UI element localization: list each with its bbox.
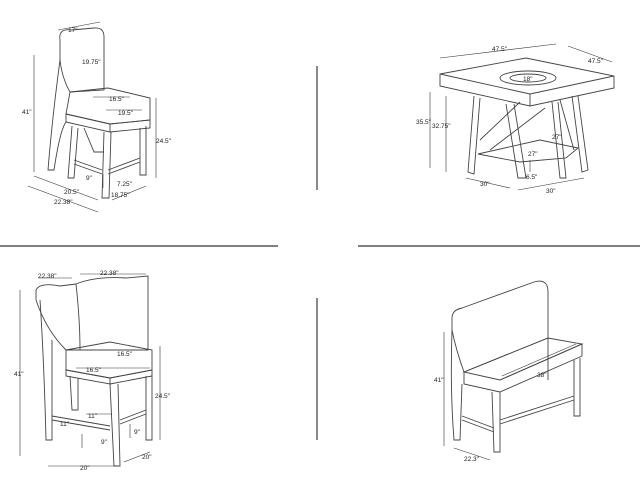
counter-table-drawing [439,57,615,179]
chair-base-width-label: 18.75" [111,192,130,199]
corner-chair-drawing [35,275,153,467]
corner-top-depth-label: 22.38" [38,273,57,280]
chair-footrest-span-label: 7.25" [117,181,133,188]
table-shelf-width-label: 27" [552,134,562,141]
chair-seat-height-label: 24.5" [156,138,172,145]
bench-overall-height-label: 41" [434,377,444,384]
chair-seat-depth-label: 19.5" [118,110,134,117]
corner-base-width-label: 20" [80,465,90,472]
table-base-depth-label: 30" [480,181,490,188]
table-lazy-susan-label: 18" [523,76,533,83]
counter-bench-drawing [450,280,584,453]
chair-overall-depth-label: 22.38" [54,199,73,206]
table-leg-height-label: 32.75" [432,123,451,130]
chair-back-height-label: 19.75" [82,59,101,66]
counter-table-dimensions [429,43,613,191]
counter-chair-dimensions [27,21,157,213]
table-base-width-label: 30" [546,188,556,195]
table-overall-height-label: 35.5" [416,119,432,126]
corner-overall-height-label: 41" [14,371,24,378]
corner-seat-width-back-label: 16.5" [117,351,133,358]
chair-back-width-label: 17" [68,27,78,34]
corner-base-depth-label: 20" [142,454,152,461]
counter-bench-dimensions [443,332,577,461]
corner-footrest-front-label: 11" [88,413,98,420]
corner-seat-height-label: 24.5" [155,393,171,400]
table-top-depth-label: 47.5" [588,58,604,65]
chair-overall-height-label: 41" [22,109,32,116]
chair-footrest-height-label: 9" [86,175,93,182]
corner-leg-height-label: 9" [134,429,141,436]
chair-leg-depth-label: 20.5" [64,189,80,196]
chair-seat-width-label: 16.5" [109,96,125,103]
corner-footrest-height-label: 9" [101,439,108,446]
corner-top-width-label: 22.38" [100,270,119,277]
corner-seat-width-front-label: 16.5" [86,367,102,374]
table-shelf-height-label: 6.5" [526,174,538,181]
bench-overall-depth-label: 22.3" [464,456,480,463]
corner-chair-dimensions [19,273,161,467]
corner-footrest-side-label: 11" [60,421,70,428]
table-top-width-label: 47.5" [492,46,508,53]
table-shelf-depth-label: 27" [528,151,538,158]
bench-seat-length-label: 38" [537,372,547,379]
counter-chair-drawing [47,27,151,199]
